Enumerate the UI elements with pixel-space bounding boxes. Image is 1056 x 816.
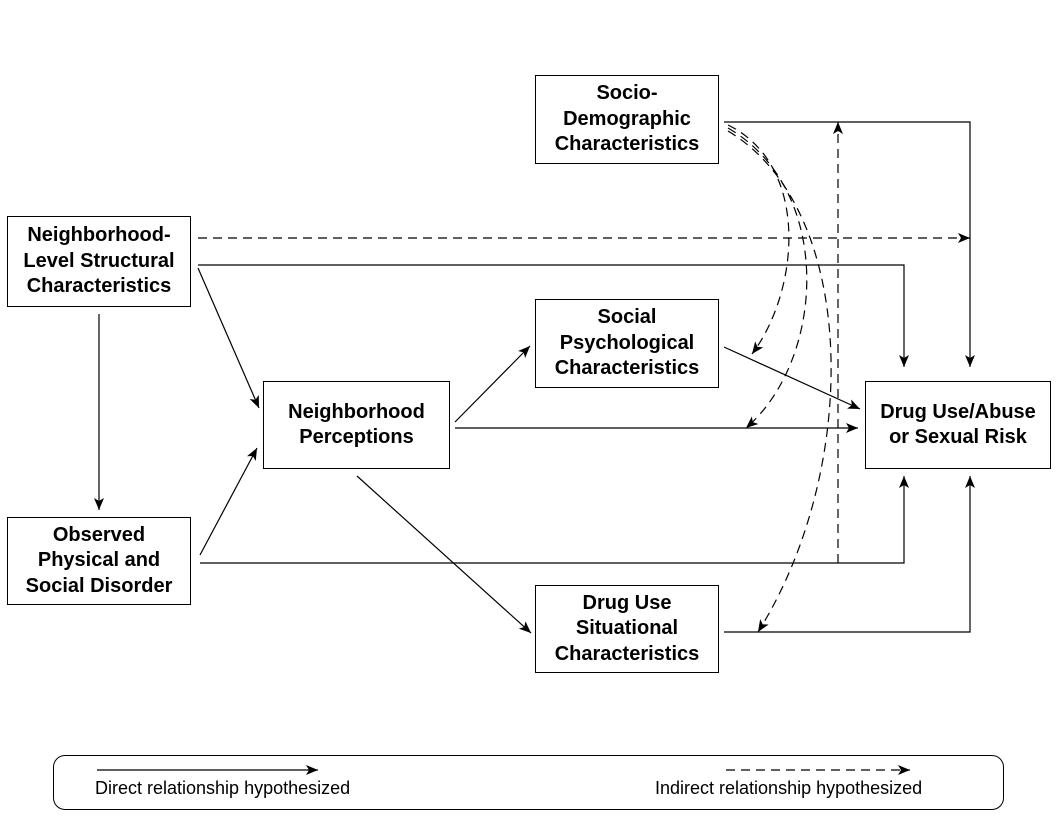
edge-situational-to-outcome: [724, 476, 975, 633]
node-drug-use-outcome-label: Drug Use/Abuse or Sexual Risk: [880, 400, 1036, 449]
edge-socialpsych-to-outcome: [723, 346, 861, 410]
node-drug-use-situational-label: Drug Use Situational Characteristics: [554, 591, 700, 665]
node-neighborhood-perceptions-label: Neighborhood Perceptions: [288, 400, 425, 449]
edge-perceptions-to-socialpsych: [454, 345, 531, 423]
node-sociodemographic-label: Socio- Demographic Characteristics: [554, 82, 700, 156]
legend: Direct relationship hypothesized Indirec…: [53, 755, 1004, 810]
node-drug-use-situational: Drug Use Situational Characteristics: [535, 585, 719, 673]
node-observed-disorder: Observed Physical and Social Disorder: [7, 517, 191, 605]
node-neighborhood-structural-label: Neighborhood- Level Structural Character…: [23, 224, 175, 298]
edge-disorder-to-perceptions: [199, 447, 258, 556]
edge-perceptions-to-situational: [356, 475, 532, 634]
legend-indirect-label: Indirect relationship hypothesized: [655, 778, 923, 798]
node-observed-disorder-label: Observed Physical and Social Disorder: [25, 523, 173, 597]
node-neighborhood-perceptions: Neighborhood Perceptions: [263, 381, 450, 469]
edge-structural-to-perceptions: [197, 267, 260, 409]
node-drug-use-outcome: Drug Use/Abuse or Sexual Risk: [865, 381, 1051, 469]
edge-disorder-to-outcome: [200, 476, 909, 564]
node-social-psychological: Social Psychological Characteristics: [535, 299, 719, 388]
node-neighborhood-structural: Neighborhood- Level Structural Character…: [7, 216, 191, 307]
edge-sociodemographic-to-outcome: [724, 121, 975, 367]
edge-sociodemographic-to-socialpsych-indirect: [727, 124, 790, 355]
edge-sociodemographic-to-situational-indirect: [727, 130, 832, 633]
node-sociodemographic: Socio- Demographic Characteristics: [535, 75, 719, 164]
node-social-psychological-label: Social Psychological Characteristics: [554, 306, 700, 380]
edge-sociodemographic-to-perceptions-indirect: [727, 127, 808, 429]
legend-direct-label: Direct relationship hypothesized: [95, 778, 351, 798]
edge-structural-to-outcome: [198, 264, 909, 367]
